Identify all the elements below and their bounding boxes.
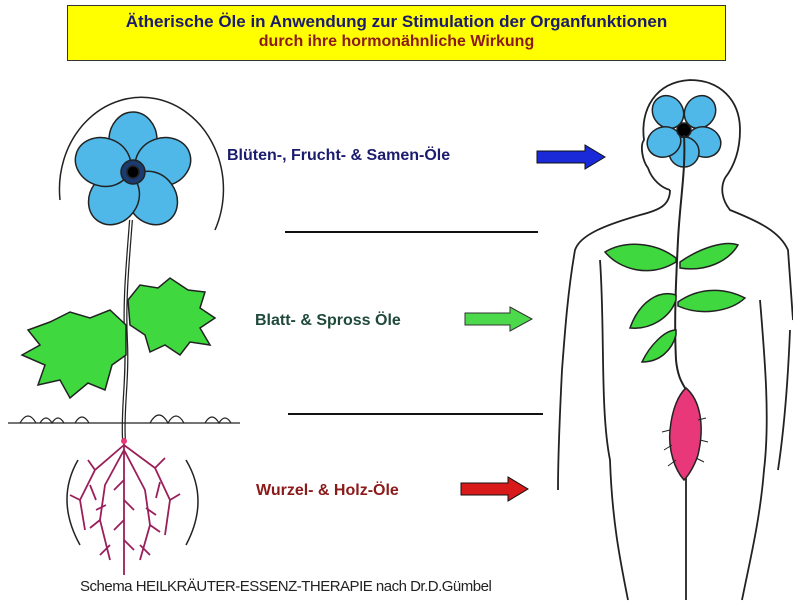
root-bracket-right: [186, 460, 198, 545]
plant-roots: [70, 440, 180, 575]
body-organ: [670, 388, 701, 480]
flower-arrow: [537, 145, 605, 169]
root-arrow: [461, 477, 528, 501]
label-root-oils: Wurzel- & Holz-Öle: [256, 482, 399, 500]
root-bracket-left: [67, 460, 80, 545]
label-flower-oils: Blüten-, Frucht- & Samen-Öle: [227, 147, 450, 165]
plant-leaves: [22, 278, 215, 398]
root-base: [121, 438, 127, 444]
caption: Schema HEILKRÄUTER-ESSENZ-THERAPIE nach …: [80, 578, 491, 595]
label-leaf-oils: Blatt- & Spross Öle: [255, 312, 401, 330]
leaf-arrow: [465, 307, 532, 331]
plant-illustration: [8, 97, 240, 575]
plant-flower: [69, 112, 197, 235]
